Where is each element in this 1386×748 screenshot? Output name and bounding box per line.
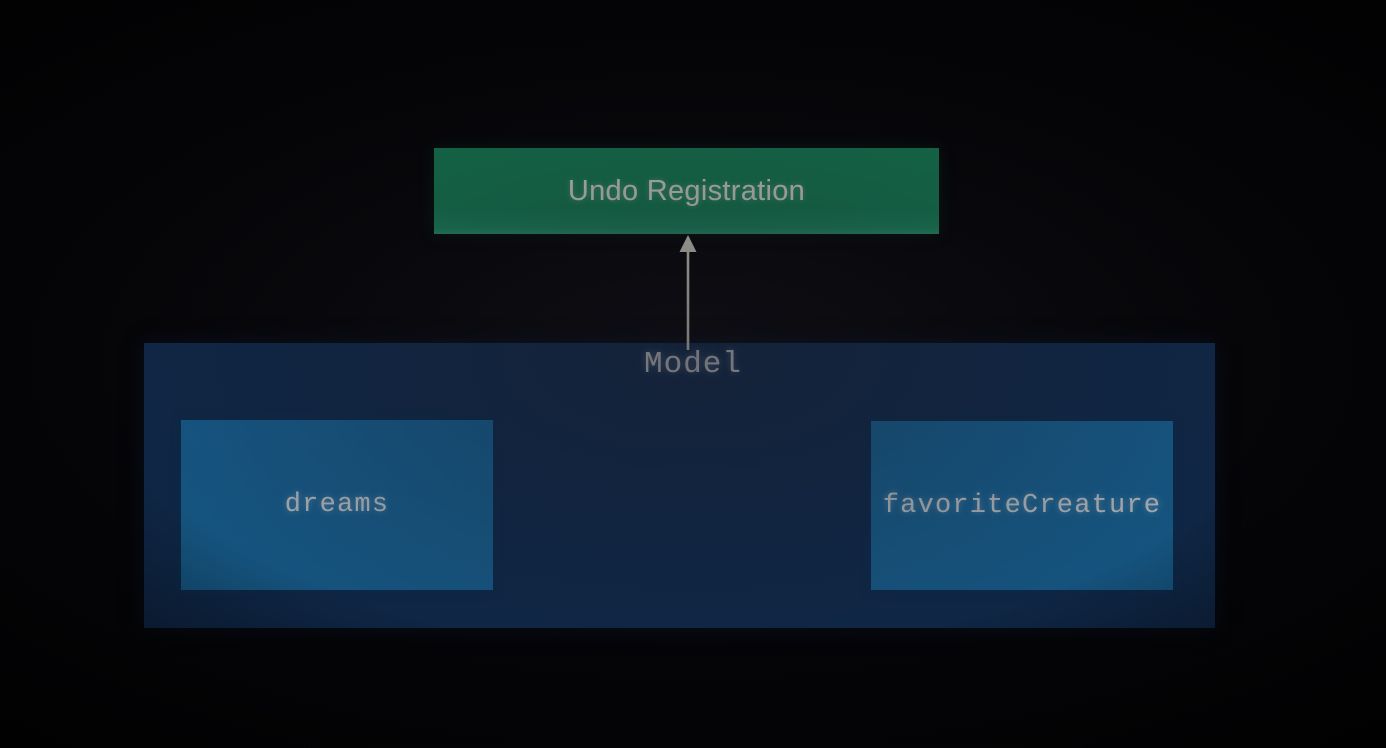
undo-registration-button-label: Undo Registration [567,174,806,207]
undo-registration-button[interactable]: Undo Registration [434,148,939,234]
model-property-dreams-label: dreams [284,490,390,520]
up-arrow-icon [679,235,697,350]
model-property-favorite-creature-label: favoriteCreature [882,490,1162,521]
model-property-dreams[interactable]: dreams [181,420,493,590]
model-property-favorite-creature[interactable]: favoriteCreature [871,421,1173,590]
